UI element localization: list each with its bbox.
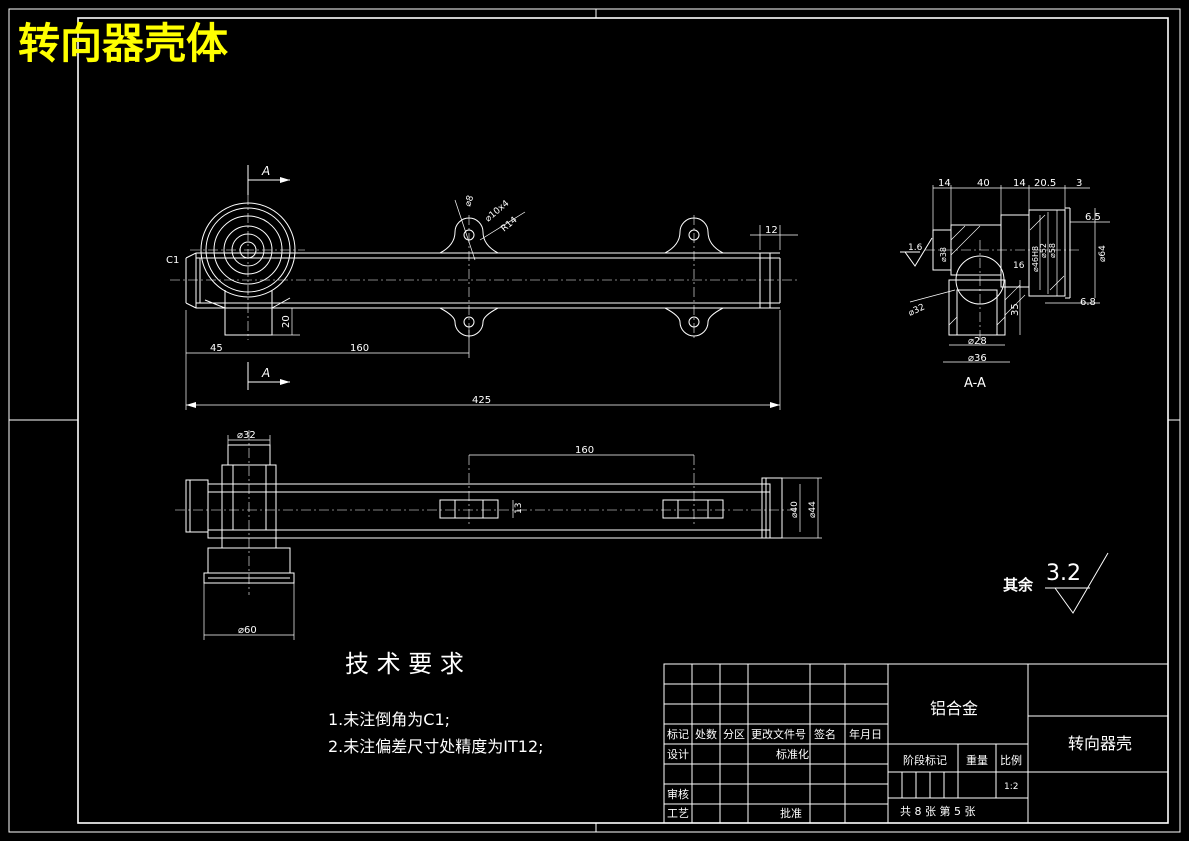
dim-aa-20-5: 20.5: [1034, 178, 1056, 189]
dim-aa-6-5: 6.5: [1085, 212, 1101, 223]
tb-check: 审核: [667, 787, 689, 801]
tb-header-signature: 签名: [814, 727, 836, 741]
dim-20: 20: [281, 315, 292, 328]
dim-aa-d32: ⌀32: [907, 303, 927, 319]
dim-aa-d38: ⌀38: [939, 247, 948, 262]
surface-roughness-note: 其余 3.2: [1003, 552, 1109, 614]
roughness-aa: 1.6: [908, 243, 923, 253]
dim-aa-16-inner: 16: [1013, 261, 1025, 271]
surface-label: 其余: [1003, 576, 1034, 594]
tb-scale: 1:2: [1004, 782, 1018, 792]
chamfer-label: C1: [166, 255, 179, 266]
requirement-2: 2.未注偏差尺寸处精度为IT12;: [328, 737, 544, 756]
drawing-frame: [8, 8, 1181, 833]
section-name: A-A: [964, 376, 986, 391]
tb-weight: 重量: [966, 753, 988, 767]
tb-header-date: 年月日: [849, 727, 882, 741]
dim-aa-14b: 14: [1013, 178, 1026, 189]
tb-standard: 标准化: [776, 747, 809, 761]
tb-header-mark: 标记: [667, 727, 689, 741]
dim-aa-3: 3: [1076, 178, 1082, 189]
dim-12: 12: [765, 225, 778, 236]
dim-425: 425: [472, 395, 491, 406]
dim-top-d60: ⌀60: [238, 625, 257, 636]
tb-header-change-doc: 更改文件号: [751, 727, 806, 741]
dim-aa-d46h8: ⌀46H8: [1031, 246, 1040, 272]
section-mark-top: A: [261, 164, 270, 178]
hole-dia-label: ⌀8: [463, 194, 476, 208]
technical-requirements: 技 术 要 求 1.未注倒角为C1; 2.未注偏差尺寸处精度为IT12;: [328, 650, 544, 756]
dim-aa-14a: 14: [938, 178, 951, 189]
dim-aa-d64: ⌀64: [1098, 245, 1108, 262]
dim-top-d32: ⌀32: [237, 430, 256, 441]
dim-45: 45: [210, 343, 223, 354]
tb-part-name: 转向器壳: [1068, 734, 1132, 753]
section-mark-bottom: A: [261, 366, 270, 380]
dim-160-front: 160: [350, 343, 369, 354]
front-view: A A C1: [166, 164, 800, 410]
dim-top-160: 160: [575, 445, 594, 456]
requirement-1: 1.未注倒角为C1;: [328, 710, 450, 729]
section-view-aa: A-A 14 40 14 20.5 3 6.5 ⌀64 6.8 ⌀46H8 ⌀5…: [900, 178, 1110, 391]
top-view: ⌀32 160 13 ⌀40 ⌀44 ⌀60: [175, 430, 822, 640]
tb-material: 铝合金: [930, 699, 978, 718]
dim-top-d44: ⌀44: [808, 501, 818, 518]
title-block: 标记 处数 分区 更改文件号 签名 年月日 设计 标准化 审核 工艺 批准 铝合…: [663, 663, 1169, 824]
requirements-heading: 技 术 要 求: [345, 650, 464, 678]
surface-value: 3.2: [1046, 561, 1081, 586]
dim-aa-d58: ⌀58: [1048, 243, 1057, 258]
dim-aa-d52: ⌀52: [1039, 243, 1048, 258]
tb-design: 设计: [667, 748, 689, 761]
dim-aa-d36: ⌀36: [968, 353, 987, 364]
tb-header-count: 处数: [695, 728, 717, 741]
dim-aa-35: 35: [1010, 303, 1021, 316]
dim-top-13: 13: [514, 503, 524, 514]
tb-stage: 阶段标记: [903, 753, 947, 767]
dim-aa-40: 40: [977, 178, 990, 189]
tb-sheets: 共 8 张 第 5 张: [900, 804, 975, 818]
hole-radius-label: R14: [500, 215, 520, 234]
dim-top-d40: ⌀40: [790, 501, 800, 518]
tb-header-zone: 分区: [723, 728, 745, 741]
dim-aa-6-8: 6.8: [1080, 297, 1096, 308]
drawing-title: 转向器壳体: [18, 19, 228, 68]
tb-process: 工艺: [667, 807, 689, 820]
tb-scale-label: 比例: [1000, 753, 1022, 767]
tb-approve: 批准: [780, 806, 802, 820]
dim-aa-d28: ⌀28: [968, 336, 987, 347]
